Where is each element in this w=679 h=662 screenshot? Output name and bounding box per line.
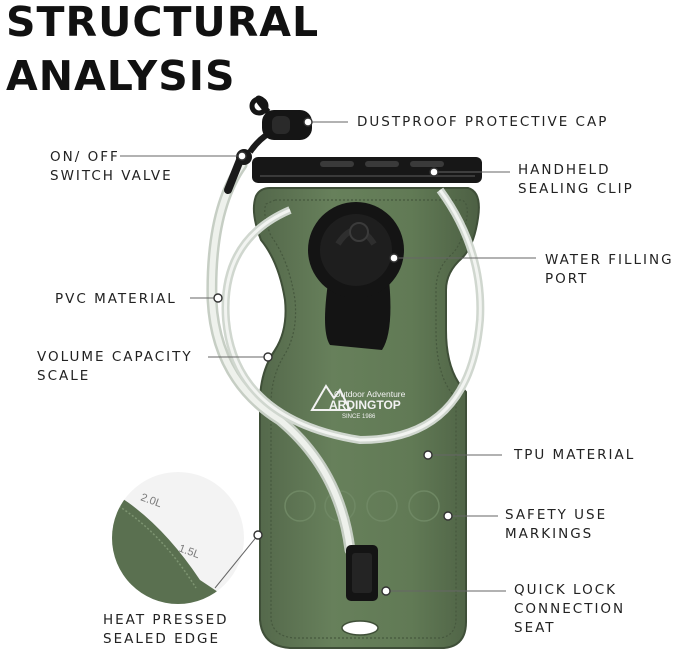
callout-dots xyxy=(213,117,453,596)
label-quick-lock-line2: CONNECTION xyxy=(514,601,626,617)
label-port-line1: WATER FILLING xyxy=(545,252,674,268)
title-line-2: ANALYSIS xyxy=(6,52,236,100)
edge-detail-circle: 2.0L 1.5L xyxy=(112,472,244,604)
label-sealing-clip: HANDHELD SEALING CLIP xyxy=(518,161,634,199)
label-water-filling-port: WATER FILLING PORT xyxy=(545,251,674,289)
sealing-clip xyxy=(252,157,482,183)
label-pvc-material: PVC MATERIAL xyxy=(55,290,177,309)
safety-mark-icon xyxy=(284,490,316,522)
label-heat-pressed-edge: HEAT PRESSED SEALED EDGE xyxy=(103,611,229,649)
label-port-line2: PORT xyxy=(545,271,589,287)
safety-mark-icon xyxy=(408,490,440,522)
label-volume-scale: VOLUME CAPACITY SCALE xyxy=(37,348,193,386)
label-safety-markings: SAFETY USE MARKINGS xyxy=(505,506,607,544)
label-tpu-material: TPU MATERIAL xyxy=(514,446,635,465)
title-line-1: STRUCTURAL xyxy=(6,0,320,46)
label-clip-line1: HANDHELD xyxy=(518,162,611,178)
label-safety-line2: MARKINGS xyxy=(505,526,594,542)
label-quick-lock: QUICK LOCK CONNECTION SEAT xyxy=(514,581,625,638)
label-tpu-line1: TPU MATERIAL xyxy=(514,447,636,463)
label-dustproof-line1: DUSTPROOF PROTECTIVE CAP xyxy=(357,114,609,130)
label-pvc-line1: PVC MATERIAL xyxy=(55,291,177,307)
brand-logo-mountain-icon xyxy=(310,384,352,411)
brand-tagline: Outdoor Adventure xyxy=(334,389,406,399)
label-heat-line1: HEAT PRESSED xyxy=(103,612,229,628)
label-switch-valve: ON/ OFF SWITCH VALVE xyxy=(50,148,173,186)
label-clip-line2: SEALING CLIP xyxy=(518,181,634,197)
label-volume-line1: VOLUME CAPACITY xyxy=(37,349,193,365)
brand-since: SINCE 1986 xyxy=(342,414,376,420)
label-safety-line1: SAFETY USE xyxy=(505,507,608,523)
safety-mark-icon xyxy=(366,490,398,522)
label-heat-line2: SEALED EDGE xyxy=(103,631,220,647)
label-volume-line2: SCALE xyxy=(37,368,91,384)
label-switch-valve-line1: ON/ OFF xyxy=(50,149,120,165)
switch-valve xyxy=(224,156,244,194)
label-dustproof-cap: DUSTPROOF PROTECTIVE CAP xyxy=(357,113,608,132)
label-quick-lock-line3: SEAT xyxy=(514,620,556,636)
label-quick-lock-line1: QUICK LOCK xyxy=(514,582,618,598)
bladder-body xyxy=(252,187,480,649)
label-switch-valve-line2: SWITCH VALVE xyxy=(50,168,173,184)
hang-hole xyxy=(341,620,379,636)
brand-name: ARDINGTOP xyxy=(329,398,401,412)
callout-lines xyxy=(120,121,536,592)
